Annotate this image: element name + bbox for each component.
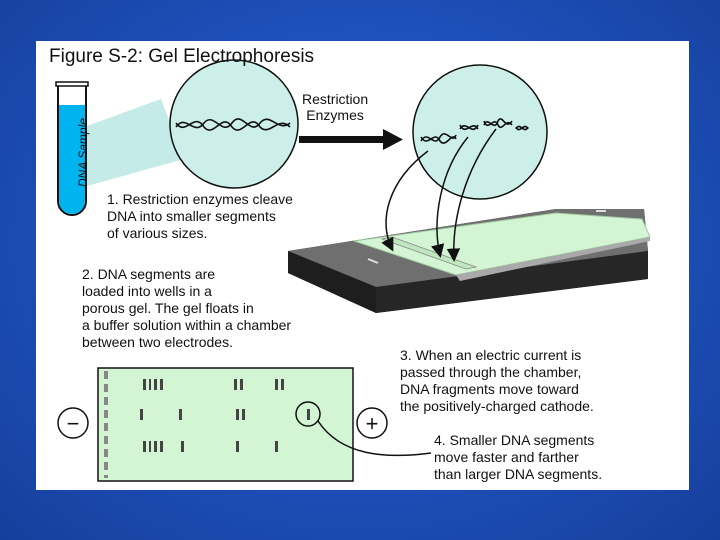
- dna-bands: [140, 379, 310, 452]
- diagram-canvas: − +: [55, 59, 651, 482]
- smallest-fragment-highlight: [295, 401, 321, 427]
- negative-electrode-sign: −: [67, 411, 80, 436]
- negative-electrode: −: [57, 407, 89, 439]
- step-2-text: 2. DNA segments are loaded into wells in…: [82, 266, 292, 350]
- loading-arrows: [381, 128, 497, 262]
- gel-chamber: [288, 209, 651, 313]
- enzyme-arrow: [299, 129, 403, 150]
- enzyme-label: Restriction Enzymes: [302, 91, 369, 123]
- smallest-fragment-pointer: [317, 420, 432, 457]
- cut-dna-circle: [412, 64, 548, 200]
- step-3-text: 3. When an electric current is passed th…: [400, 347, 594, 414]
- step-1-text: 1. Restriction enzymes cleave DNA into s…: [107, 191, 293, 241]
- figure-title: Figure S-2: Gel Electrophoresis: [49, 46, 315, 67]
- gel-plate: [97, 367, 354, 482]
- positive-electrode: +: [356, 407, 388, 439]
- intact-dna-circle: [169, 59, 299, 189]
- dna-sample-tube: [55, 81, 89, 216]
- step-4-text: 4. Smaller DNA segments move faster and …: [434, 432, 603, 482]
- magnification-cone: [87, 99, 184, 186]
- tube-label: DNA Sample: [76, 118, 90, 187]
- figure-panel: − + Figure S-2: Gel Electrophoresis DNA …: [36, 41, 689, 490]
- positive-electrode-sign: +: [366, 411, 379, 436]
